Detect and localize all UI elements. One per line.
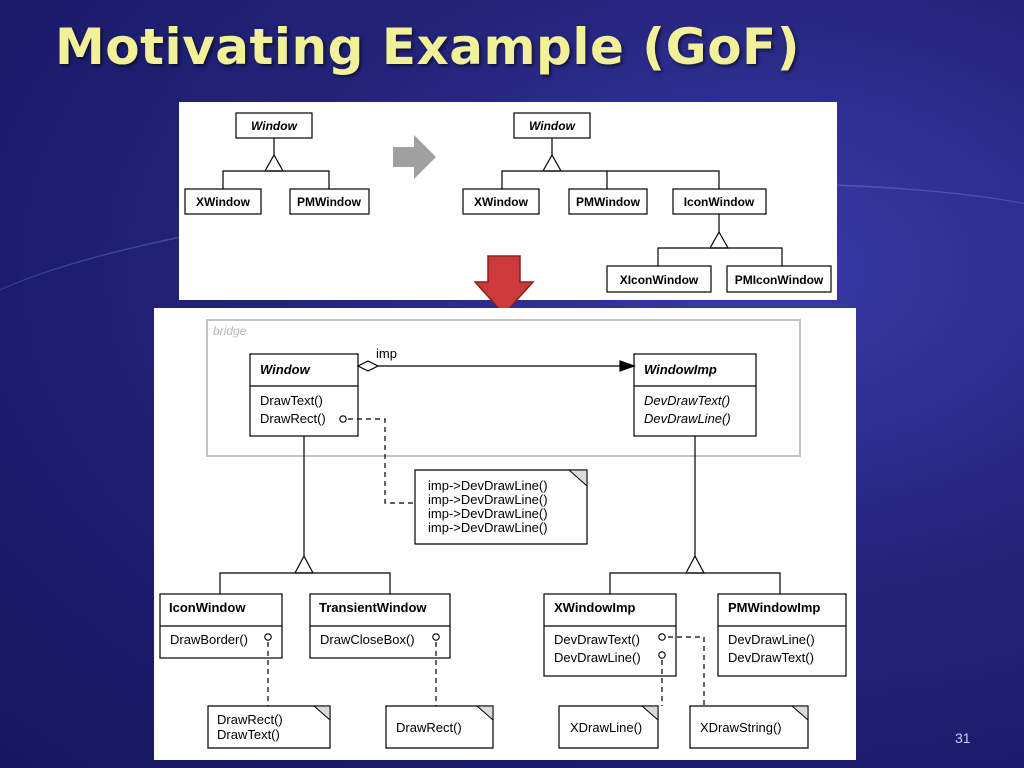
down-arrow-icon (474, 255, 535, 316)
op-drawclosebox: DrawCloseBox() (320, 632, 415, 647)
class-windowimp-name: WindowImp (644, 362, 717, 377)
op-pmwindowimp-devdrawline: DevDrawLine() (728, 632, 815, 647)
class-xwindowimp-name: XWindowImp (554, 600, 636, 615)
imp-association-label: imp (376, 346, 397, 361)
inheritance-diagram: Window XWindow PMWindow Window XWindow P… (184, 112, 832, 293)
bridge-diagram-panel: bridge (154, 308, 856, 760)
note-imp-line-1: imp->DevDrawLine() (428, 478, 548, 493)
class-pmwindow-after: PMWindow (576, 195, 641, 209)
op-drawrect: DrawRect() (260, 411, 326, 426)
class-pmwindow-before: PMWindow (297, 195, 362, 209)
op-devdrawtext: DevDrawText() (644, 393, 730, 408)
transform-arrow-icon (393, 135, 436, 179)
op-drawtext: DrawText() (260, 393, 323, 408)
class-xiconwindow: XIconWindow (620, 273, 699, 287)
class-window-after: Window (529, 119, 576, 133)
slide-number: 31 (955, 730, 971, 746)
bridge-pattern-diagram: bridge (159, 319, 847, 749)
class-iconwindow-after: IconWindow (684, 195, 755, 209)
class-xwindow-before: XWindow (196, 195, 251, 209)
op-xwindowimp-devdrawtext: DevDrawText() (554, 632, 640, 647)
class-xwindow-after: XWindow (474, 195, 529, 209)
class-pmwindowimp-name: PMWindowImp (728, 600, 820, 615)
bridge-label: bridge (213, 324, 247, 338)
op-drawborder: DrawBorder() (170, 632, 248, 647)
bridge-frame (206, 319, 801, 457)
op-pmwindowimp-devdrawtext: DevDrawText() (728, 650, 814, 665)
note-drawclosebox: DrawRect() (396, 720, 462, 735)
note-imp-line-4: imp->DevDrawLine() (428, 520, 548, 535)
note-xdrawline: XDrawLine() (570, 720, 642, 735)
class-pmiconwindow: PMIconWindow (735, 273, 824, 287)
class-window-before: Window (251, 119, 298, 133)
note-drawborder-line-1: DrawRect() (217, 712, 283, 727)
note-drawborder-line-2: DrawText() (217, 727, 280, 742)
note-imp-line-3: imp->DevDrawLine() (428, 506, 548, 521)
note-imp-line-2: imp->DevDrawLine() (428, 492, 548, 507)
op-devdrawline: DevDrawLine() (644, 411, 731, 426)
class-window-name: Window (260, 362, 311, 377)
note-xdrawstring: XDrawString() (700, 720, 782, 735)
class-transientwindow-name: TransientWindow (319, 600, 427, 615)
op-xwindowimp-devdrawline: DevDrawLine() (554, 650, 641, 665)
slide-title: Motivating Example (GoF) (55, 18, 801, 76)
class-iconwindow-name: IconWindow (169, 600, 246, 615)
